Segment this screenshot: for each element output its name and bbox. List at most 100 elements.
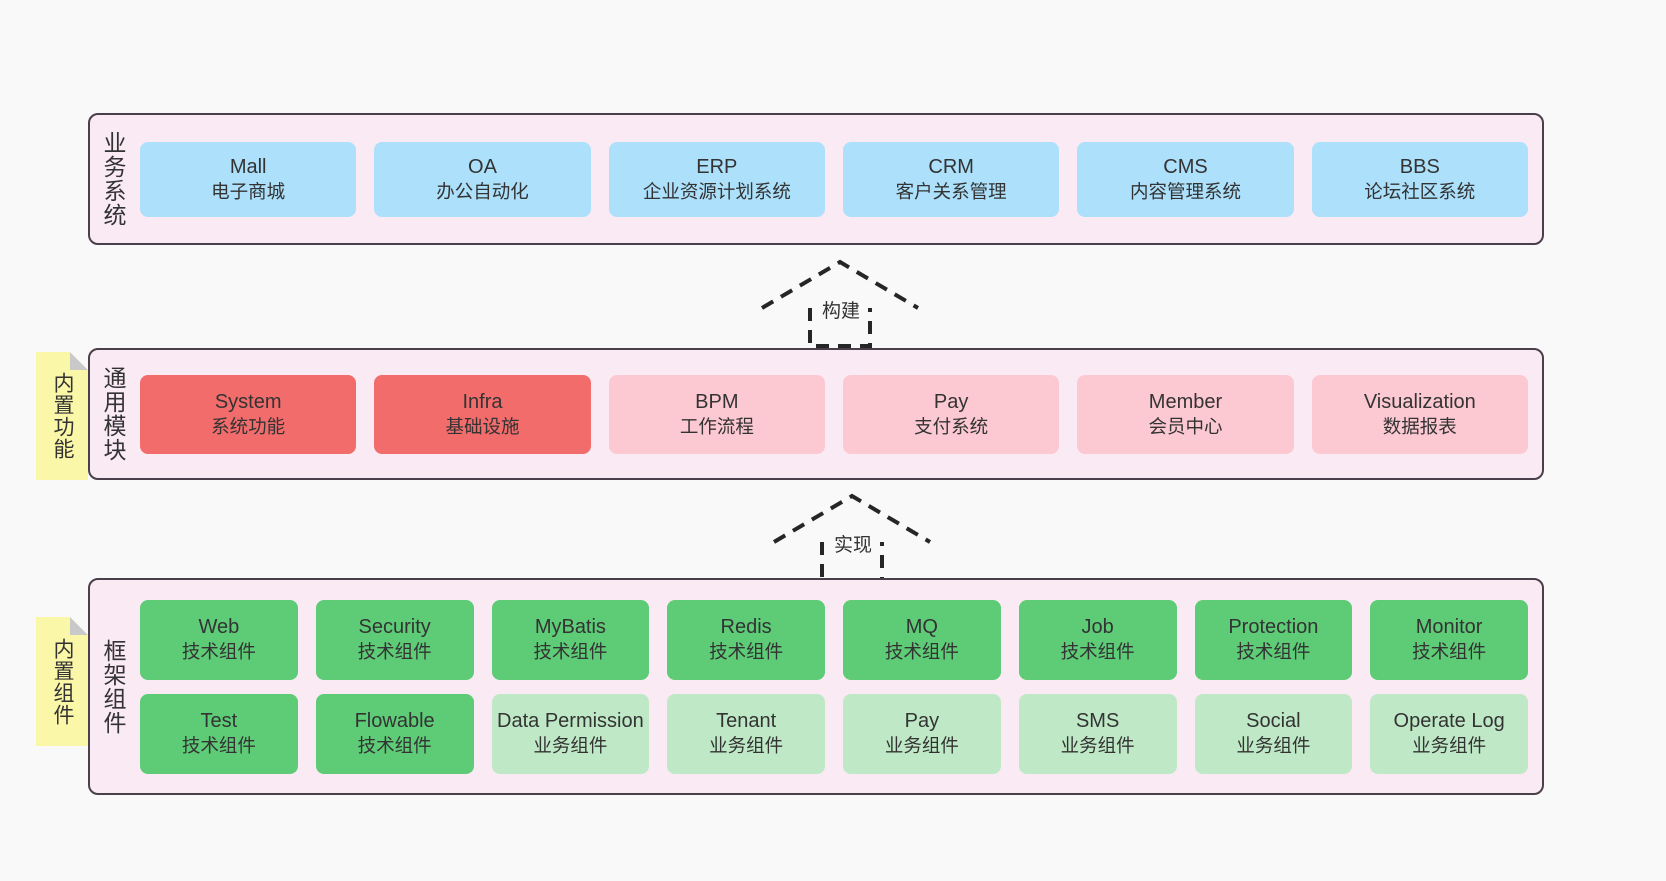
card-title: BBS [1399,155,1440,178]
card-security[interactable]: Security 技术组件 [315,599,474,680]
card-subtitle: 技术组件 [357,641,432,663]
card-title: Flowable [354,710,435,733]
layer-cards-framework: Web 技术组件 Security 技术组件 MyBatis 技术组件 Redi… [136,580,1542,793]
card-title: Pay [933,390,969,413]
arrowhead-triangle [772,493,932,544]
card-title: MQ [905,616,938,639]
card-subtitle: 技术组件 [884,641,959,663]
card-title: BPM [695,390,739,413]
card-tenant[interactable]: Tenant 业务组件 [667,693,825,774]
card-protection[interactable]: Protection 技术组件 [1194,599,1353,680]
card-social[interactable]: Social 业务组件 [1194,693,1353,774]
layer-label-common: 通用模块 [100,366,127,462]
card-subtitle: 业务组件 [1060,735,1135,757]
card-title: Member [1148,390,1223,413]
card-bbs[interactable]: BBS 论坛社区系统 [1311,141,1528,217]
layer-label-framework: 框架组件 [100,638,127,735]
card-title: System [214,390,282,413]
card-operate-log[interactable]: Operate Log 业务组件 [1370,693,1528,774]
card-title: Operate Log [1393,710,1505,733]
card-title: Data Permission [497,710,644,733]
card-redis[interactable]: Redis 技术组件 [667,599,825,680]
card-subtitle: 技术组件 [709,641,784,663]
card-title: CMS [1163,155,1208,178]
card-title: Infra [462,390,503,413]
card-subtitle: 技术组件 [533,641,608,663]
connector-build: 构建 [760,258,920,348]
card-title: CRM [928,155,974,178]
card-title: Monitor [1415,616,1483,639]
card-row: Test 技术组件 Flowable 技术组件 Data Permission … [140,693,1528,774]
card-subtitle: 技术组件 [1236,641,1311,663]
card-title: Security [358,616,431,639]
card-test[interactable]: Test 技术组件 [140,693,298,774]
card-title: Mall [229,155,267,178]
card-infra[interactable]: Infra 基础设施 [374,374,591,454]
card-row: Mall 电子商城 OA 办公自动化 ERP 企业资源计划系统 CRM 客户关系… [140,141,1528,217]
layer-business-system: 业务系统 Mall 电子商城 OA 办公自动化 ERP 企业资源计划系统 CRM… [88,113,1544,245]
card-title: Visualization [1363,390,1476,413]
card-mall[interactable]: Mall 电子商城 [140,141,357,217]
card-subtitle: 会员中心 [1148,415,1223,437]
card-oa[interactable]: OA 办公自动化 [374,141,591,217]
card-subtitle: 业务组件 [709,735,784,757]
card-sms[interactable]: SMS 业务组件 [1018,693,1177,774]
card-web[interactable]: Web 技术组件 [140,599,298,680]
card-member[interactable]: Member 会员中心 [1077,374,1294,454]
card-crm[interactable]: CRM 客户关系管理 [842,141,1060,217]
card-title: Redis [720,616,772,639]
connector-label-build: 构建 [822,301,861,322]
card-title: SMS [1075,710,1120,733]
card-cms[interactable]: CMS 内容管理系统 [1077,141,1294,217]
card-subtitle: 业务组件 [884,735,959,757]
card-row: Web 技术组件 Security 技术组件 MyBatis 技术组件 Redi… [140,599,1528,680]
card-mybatis[interactable]: MyBatis 技术组件 [491,599,650,680]
card-subtitle: 技术组件 [181,735,256,757]
card-subtitle: 企业资源计划系统 [642,180,791,202]
arrowhead-triangle [760,259,920,310]
connector-implement: 实现 [772,492,932,582]
card-subtitle: 支付系统 [914,415,989,437]
card-mq[interactable]: MQ 技术组件 [843,599,1001,680]
card-title: ERP [696,155,738,178]
card-data-permission[interactable]: Data Permission 业务组件 [491,693,650,774]
card-title: Protection [1228,616,1319,639]
card-subtitle: 技术组件 [357,735,432,757]
layer-cards-common: System 系统功能 Infra 基础设施 BPM 工作流程 Pay 支付系统… [136,350,1542,478]
connector-label-implement: 实现 [834,535,873,556]
card-title: Tenant [716,710,777,733]
card-subtitle: 业务组件 [1236,735,1311,757]
card-bpm[interactable]: BPM 工作流程 [608,374,825,454]
card-subtitle: 基础设施 [445,415,520,437]
card-title: Pay [904,710,940,733]
card-job[interactable]: Job 技术组件 [1018,599,1177,680]
card-subtitle: 客户关系管理 [895,180,1007,202]
card-visualization[interactable]: Visualization 数据报表 [1311,374,1528,454]
card-subtitle: 业务组件 [1412,735,1487,757]
card-subtitle: 内容管理系统 [1129,180,1241,202]
card-subtitle: 技术组件 [1412,641,1487,663]
card-subtitle: 工作流程 [679,415,754,437]
note-builtin-component: 内置组件 [36,617,88,746]
card-subtitle: 办公自动化 [436,180,529,202]
card-subtitle: 系统功能 [211,415,286,437]
layer-framework-component: 框架组件 Web 技术组件 Security 技术组件 MyBatis 技术组件… [88,578,1544,795]
card-subtitle: 数据报表 [1382,415,1457,437]
card-title: OA [468,155,497,178]
card-title: Social [1246,710,1301,733]
card-flowable[interactable]: Flowable 技术组件 [315,693,474,774]
card-erp[interactable]: ERP 企业资源计划系统 [608,141,825,217]
layer-label-business: 业务系统 [100,131,127,227]
card-monitor[interactable]: Monitor 技术组件 [1370,599,1528,680]
card-subtitle: 电子商城 [211,180,286,202]
card-title: MyBatis [534,616,606,639]
card-pay-module[interactable]: Pay 支付系统 [842,374,1060,454]
note-builtin-function: 内置功能 [36,352,88,480]
card-pay-component[interactable]: Pay 业务组件 [843,693,1001,774]
note-text: 内置组件 [51,637,75,726]
card-title: Job [1081,616,1114,639]
card-subtitle: 技术组件 [181,641,256,663]
card-subtitle: 技术组件 [1060,641,1135,663]
card-system[interactable]: System 系统功能 [140,374,357,454]
